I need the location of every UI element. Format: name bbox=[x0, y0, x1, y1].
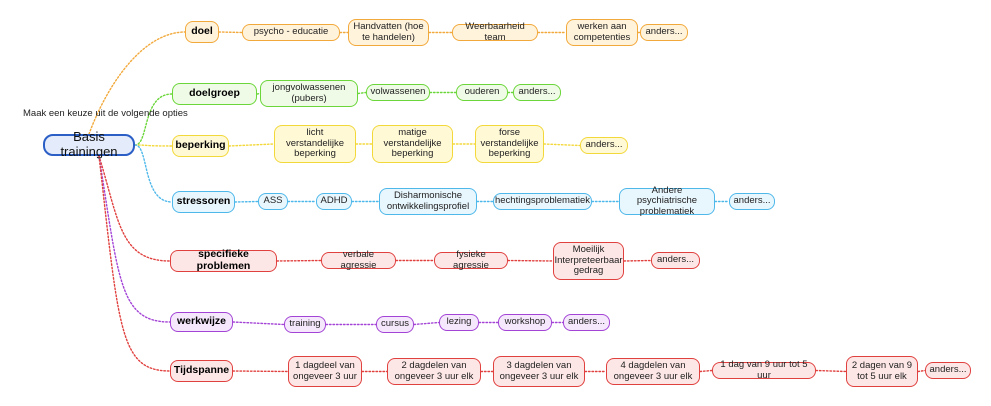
connector-1-1 bbox=[357, 91, 367, 95]
category-2[interactable]: beperking bbox=[172, 135, 229, 157]
option-3-0[interactable]: ASS bbox=[258, 193, 288, 210]
option-4-1[interactable]: fysieke agressie bbox=[434, 249, 508, 270]
connector-2-0 bbox=[228, 143, 275, 147]
connector-5-2 bbox=[413, 321, 440, 326]
connector-root-1 bbox=[134, 93, 173, 146]
option-5-0[interactable]: training bbox=[284, 316, 326, 333]
connector-root-4 bbox=[98, 155, 171, 262]
intro-note: Maak een keuze uit de volgende opties bbox=[23, 108, 188, 119]
connector-root-6 bbox=[98, 155, 171, 372]
connector-root-0 bbox=[88, 31, 186, 135]
option-2-3[interactable]: anders... bbox=[580, 137, 628, 154]
option-0-0[interactable]: psycho - educatie bbox=[242, 24, 340, 41]
option-5-2[interactable]: lezing bbox=[439, 314, 479, 331]
category-3[interactable]: stressoren bbox=[172, 191, 235, 213]
connector-6-0 bbox=[232, 370, 289, 373]
option-3-3[interactable]: hechtingsproblematiek bbox=[493, 193, 592, 210]
option-6-3[interactable]: 4 dagdelen van ongeveer 3 uur elk bbox=[606, 358, 700, 385]
category-5[interactable]: werkwijze bbox=[170, 312, 233, 332]
root-node[interactable]: Basis trainingen bbox=[43, 130, 135, 159]
option-0-2[interactable]: Weerbaarheid team bbox=[452, 21, 538, 42]
connector-6-6 bbox=[917, 369, 926, 373]
option-3-4[interactable]: Andere psychiatrische problematiek bbox=[619, 185, 715, 217]
option-2-2[interactable]: forse verstandelijke beperking bbox=[475, 125, 544, 163]
option-4-2[interactable]: Moeilijk Interpreteerbaar gedrag bbox=[553, 242, 624, 280]
option-4-3[interactable]: anders... bbox=[651, 252, 700, 269]
option-6-6[interactable]: anders... bbox=[925, 362, 971, 379]
connector-root-5 bbox=[98, 155, 171, 323]
option-3-5[interactable]: anders... bbox=[729, 193, 775, 210]
connector-2-3 bbox=[543, 143, 581, 147]
option-0-1[interactable]: Handvatten (hoe te handelen) bbox=[348, 19, 429, 46]
option-5-3[interactable]: workshop bbox=[498, 314, 552, 331]
category-6[interactable]: Tijdspanne bbox=[170, 360, 233, 382]
connector-3-0 bbox=[234, 200, 259, 203]
category-4[interactable]: specifieke problemen bbox=[170, 248, 277, 272]
connector-4-2 bbox=[507, 259, 554, 262]
option-1-1[interactable]: volwassenen bbox=[366, 84, 430, 101]
option-2-1[interactable]: matige verstandelijke beperking bbox=[372, 125, 453, 163]
category-0[interactable]: doel bbox=[185, 21, 219, 43]
option-5-1[interactable]: cursus bbox=[376, 316, 414, 333]
connector-1-0 bbox=[256, 92, 261, 95]
connector-root-3 bbox=[134, 144, 173, 203]
connector-0-0 bbox=[218, 31, 243, 34]
option-3-1[interactable]: ADHD bbox=[316, 193, 352, 210]
option-6-2[interactable]: 3 dagdelen van ongeveer 3 uur elk bbox=[493, 356, 585, 387]
option-6-1[interactable]: 2 dagdelen van ongeveer 3 uur elk bbox=[387, 358, 481, 385]
option-1-2[interactable]: ouderen bbox=[456, 84, 508, 101]
option-0-4[interactable]: anders... bbox=[640, 24, 688, 41]
connector-root-2 bbox=[134, 144, 173, 147]
option-0-3[interactable]: werken aan competenties bbox=[566, 19, 638, 46]
option-4-0[interactable]: verbale agressie bbox=[321, 249, 396, 270]
option-2-0[interactable]: licht verstandelijke beperking bbox=[274, 125, 356, 163]
category-1[interactable]: doelgroep bbox=[172, 83, 257, 105]
option-5-4[interactable]: anders... bbox=[563, 314, 610, 331]
option-1-0[interactable]: jongvolwassenen (pubers) bbox=[260, 80, 358, 107]
option-1-3[interactable]: anders... bbox=[513, 84, 561, 101]
connector-4-3 bbox=[623, 259, 652, 262]
option-3-2[interactable]: Disharmonische ontwikkelingsprofiel bbox=[379, 188, 477, 215]
option-6-0[interactable]: 1 dagdeel van ongeveer 3 uur bbox=[288, 356, 362, 387]
connector-6-4 bbox=[699, 369, 713, 373]
option-6-5[interactable]: 2 dagen van 9 tot 5 uur elk bbox=[846, 356, 918, 387]
option-6-4[interactable]: 1 dag van 9 uur tot 5 uur bbox=[712, 359, 816, 380]
connector-5-0 bbox=[232, 321, 285, 326]
connector-4-0 bbox=[276, 259, 322, 262]
connector-6-5 bbox=[815, 369, 847, 373]
